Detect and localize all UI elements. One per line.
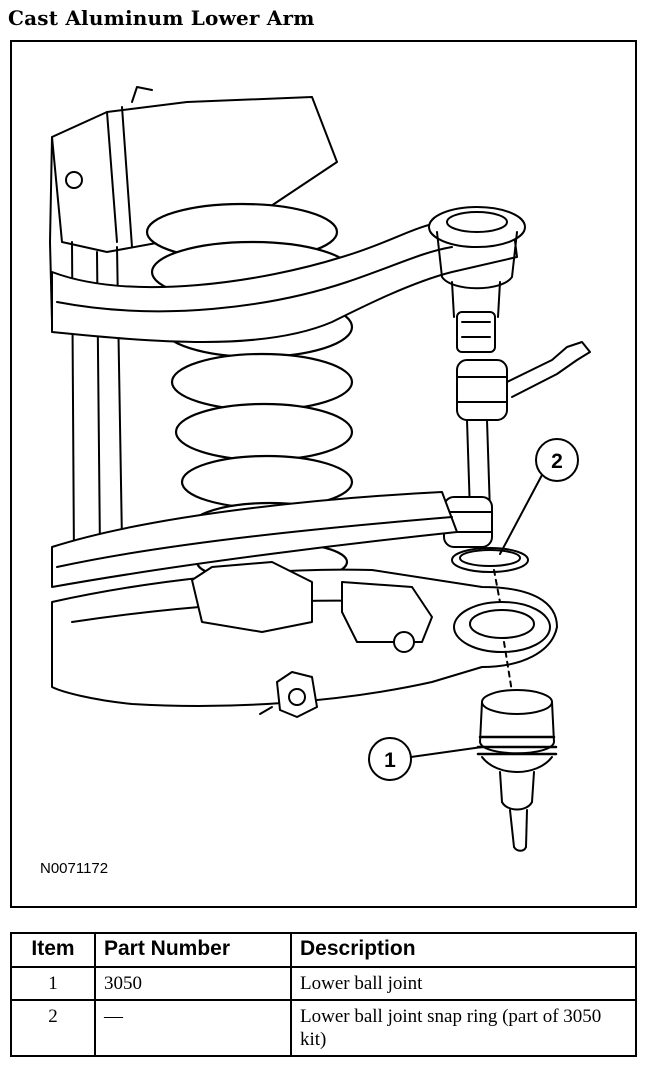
callout-1: 1 bbox=[368, 737, 483, 781]
lower-control-arm bbox=[51, 547, 558, 718]
header-description: Description bbox=[290, 932, 637, 968]
cell-description: Lower ball joint bbox=[290, 966, 637, 1001]
frame-crossmember bbox=[51, 491, 458, 588]
table-header-row: Item Part Number Description bbox=[10, 932, 637, 968]
parts-table: Item Part Number Description 1 3050 Lowe… bbox=[10, 932, 637, 1057]
table-row: 2 — Lower ball joint snap ring (part of … bbox=[10, 999, 637, 1057]
illustration-frame: 2 1 N0071172 bbox=[10, 40, 637, 908]
callout-1-label: 1 bbox=[384, 749, 396, 772]
figure-id: N0071172 bbox=[40, 860, 109, 877]
upper-control-arm bbox=[51, 206, 526, 353]
callout-2-label: 2 bbox=[551, 450, 563, 473]
cell-part-number: — bbox=[94, 999, 292, 1057]
suspension-illustration: 2 1 bbox=[49, 86, 591, 852]
cell-description: Lower ball joint snap ring (part of 3050… bbox=[290, 999, 637, 1057]
lower-ball-joint bbox=[476, 689, 558, 852]
stabilizer-link bbox=[443, 341, 591, 548]
header-part-number: Part Number bbox=[94, 932, 292, 968]
cell-part-number: 3050 bbox=[94, 966, 292, 1001]
callout-2: 2 bbox=[499, 438, 579, 555]
cell-item: 1 bbox=[10, 966, 96, 1001]
header-item: Item bbox=[10, 932, 96, 968]
page-title: Cast Aluminum Lower Arm bbox=[8, 6, 315, 30]
cell-item: 2 bbox=[10, 999, 96, 1057]
table-row: 1 3050 Lower ball joint bbox=[10, 966, 637, 1001]
